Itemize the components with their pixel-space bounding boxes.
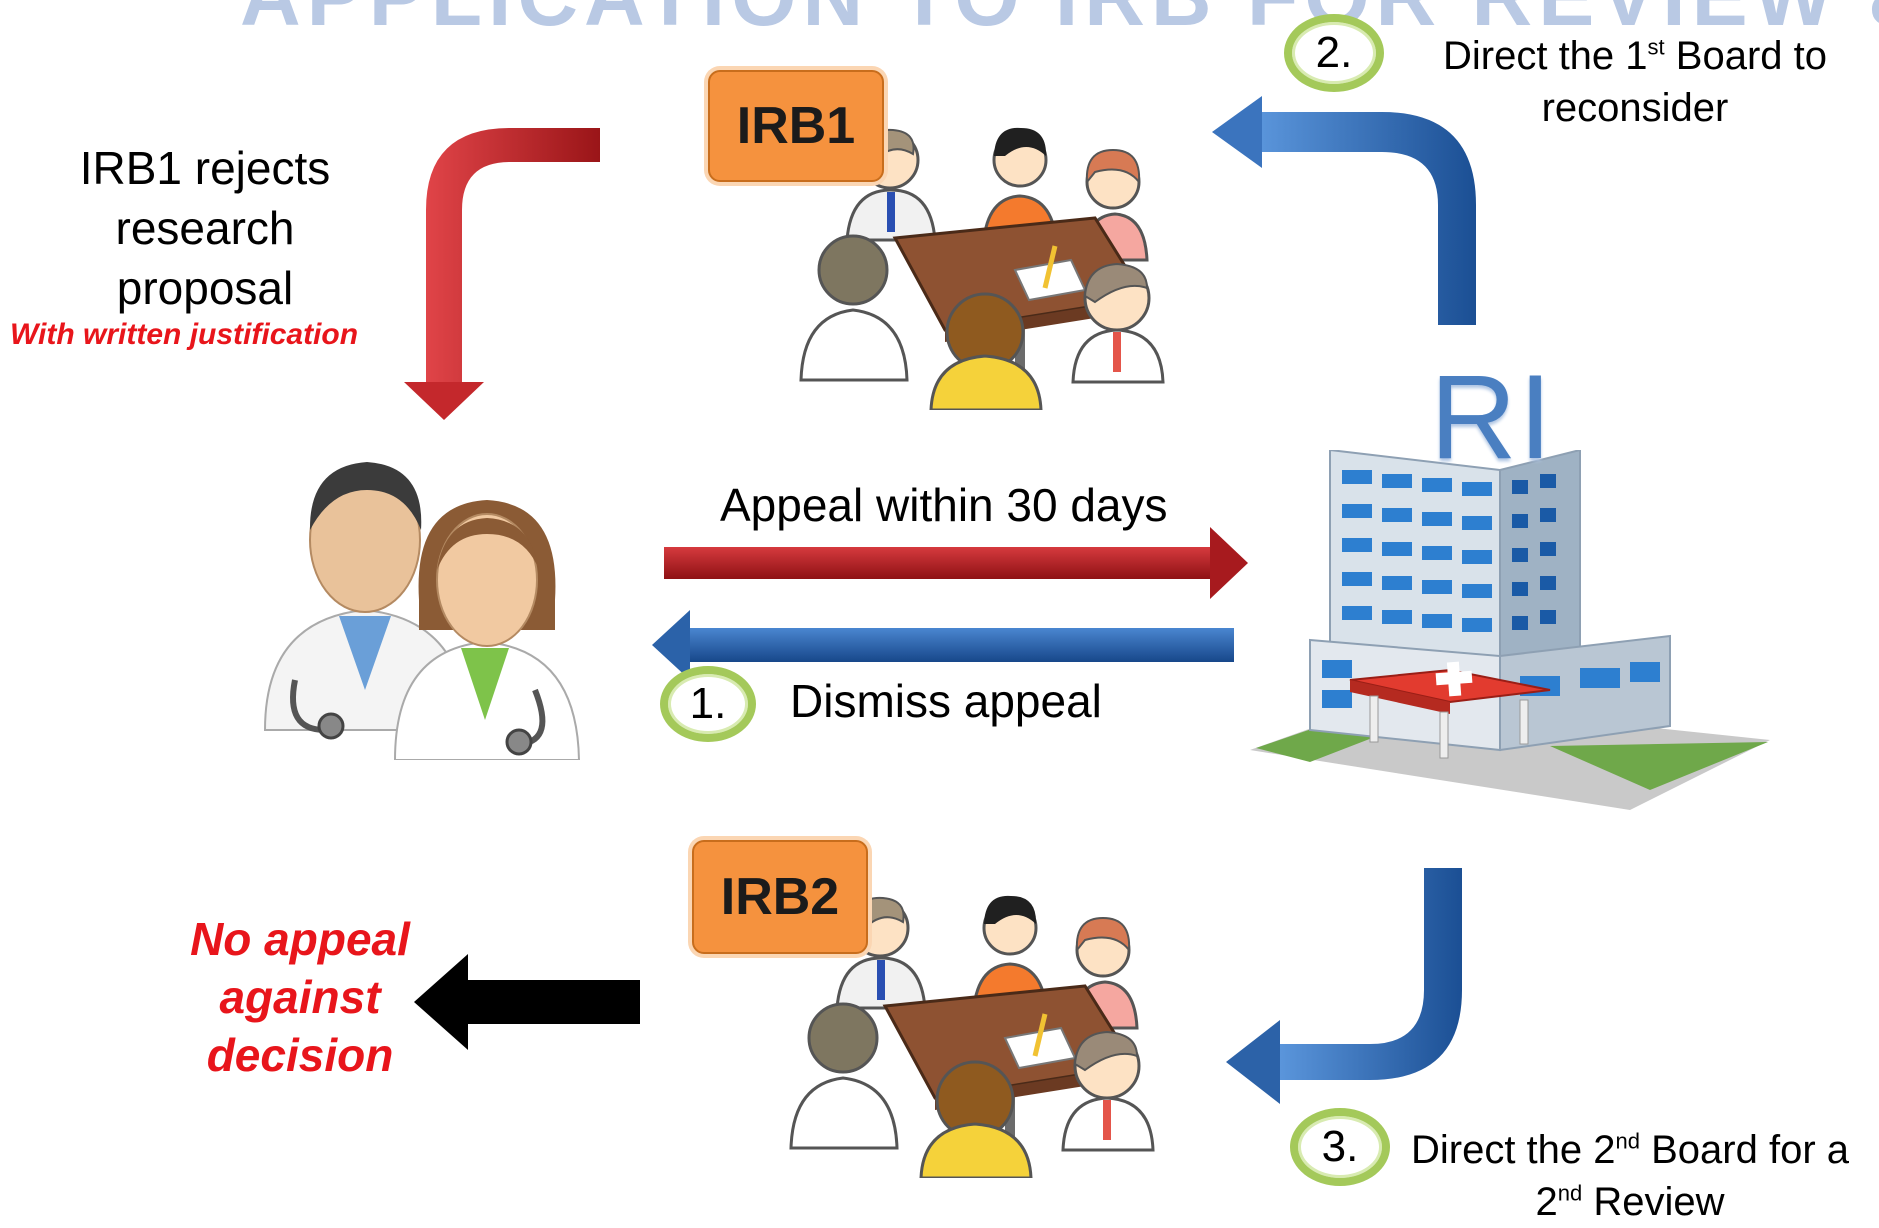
step2-circle: 2. (1284, 14, 1384, 92)
dismiss-arrow (652, 610, 1234, 680)
step3-circle: 3. (1290, 1108, 1390, 1186)
step3-label: Direct the 2nd Board for a 2nd Review (1390, 1124, 1870, 1228)
irb2-badge: IRB2 (692, 840, 868, 954)
doctors-icon (263, 462, 581, 760)
irb1-badge: IRB1 (708, 70, 884, 182)
second-review-arrow (1226, 868, 1462, 1104)
ri-label: RI (1430, 350, 1554, 484)
rejects-line3: proposal (116, 262, 294, 314)
appeal-label: Appeal within 30 days (720, 479, 1168, 531)
step2-label-pre: Direct the 1 (1443, 34, 1648, 78)
no-appeal-line1: No appeal (190, 913, 410, 965)
step2-sup: st (1647, 34, 1665, 60)
step1-circle: 1. (660, 666, 756, 742)
no-appeal-line2: against (219, 971, 381, 1023)
justification-note: With written justification (10, 318, 359, 351)
step3-line2-post: Review (1582, 1180, 1725, 1224)
step1-label: Dismiss appeal (790, 675, 1102, 727)
no-appeal-text: No appeal against decision (150, 910, 450, 1084)
reject-arrow (404, 128, 600, 420)
rejects-line1: IRB1 rejects (79, 142, 331, 194)
rejects-line2: research (115, 202, 295, 254)
step2-line2: reconsider (1541, 86, 1729, 130)
rejects-text: IRB1 rejects research proposal (40, 138, 370, 318)
hospital-building-icon (1250, 450, 1770, 810)
step3-sup: nd (1615, 1128, 1640, 1154)
step2-label-post: Board to (1664, 34, 1827, 78)
reconsider-arrow (1212, 96, 1476, 325)
step3-line2-sup: nd (1557, 1180, 1583, 1206)
header-partial: APPLICATION TO IRB FOR REVIEW & APPEAL (240, 0, 1879, 45)
no-appeal-line3: decision (206, 1029, 394, 1081)
no-appeal-arrow (414, 954, 640, 1050)
appeal-arrow (664, 527, 1248, 599)
step3-label-post: Board for a (1640, 1128, 1850, 1172)
step3-line2-pre: 2 (1535, 1180, 1558, 1224)
step2-label: Direct the 1st Board to reconsider (1400, 30, 1870, 134)
step3-label-pre: Direct the 2 (1410, 1128, 1616, 1172)
